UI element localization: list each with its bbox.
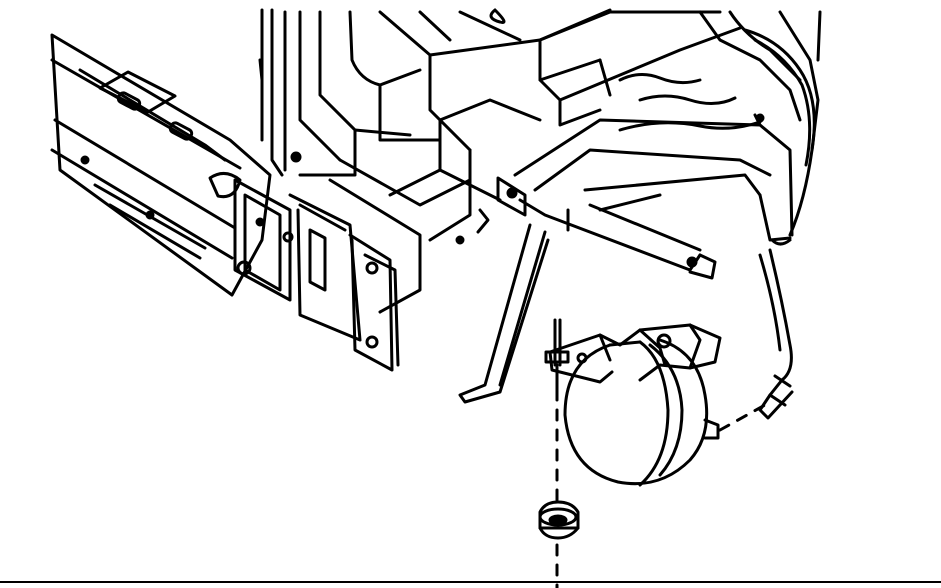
radiator-support [260,10,610,312]
upper-beam [540,12,820,150]
explode-lines [557,405,765,588]
support-brace [498,115,792,278]
frame-rail [52,35,270,295]
lower-leg-bracket [460,225,548,402]
vacuum-reservoir [565,340,718,485]
mounting-bolt [546,320,568,400]
nut [540,502,578,538]
vacuum-hose [745,30,814,418]
front-bumper-bracket [235,180,398,370]
